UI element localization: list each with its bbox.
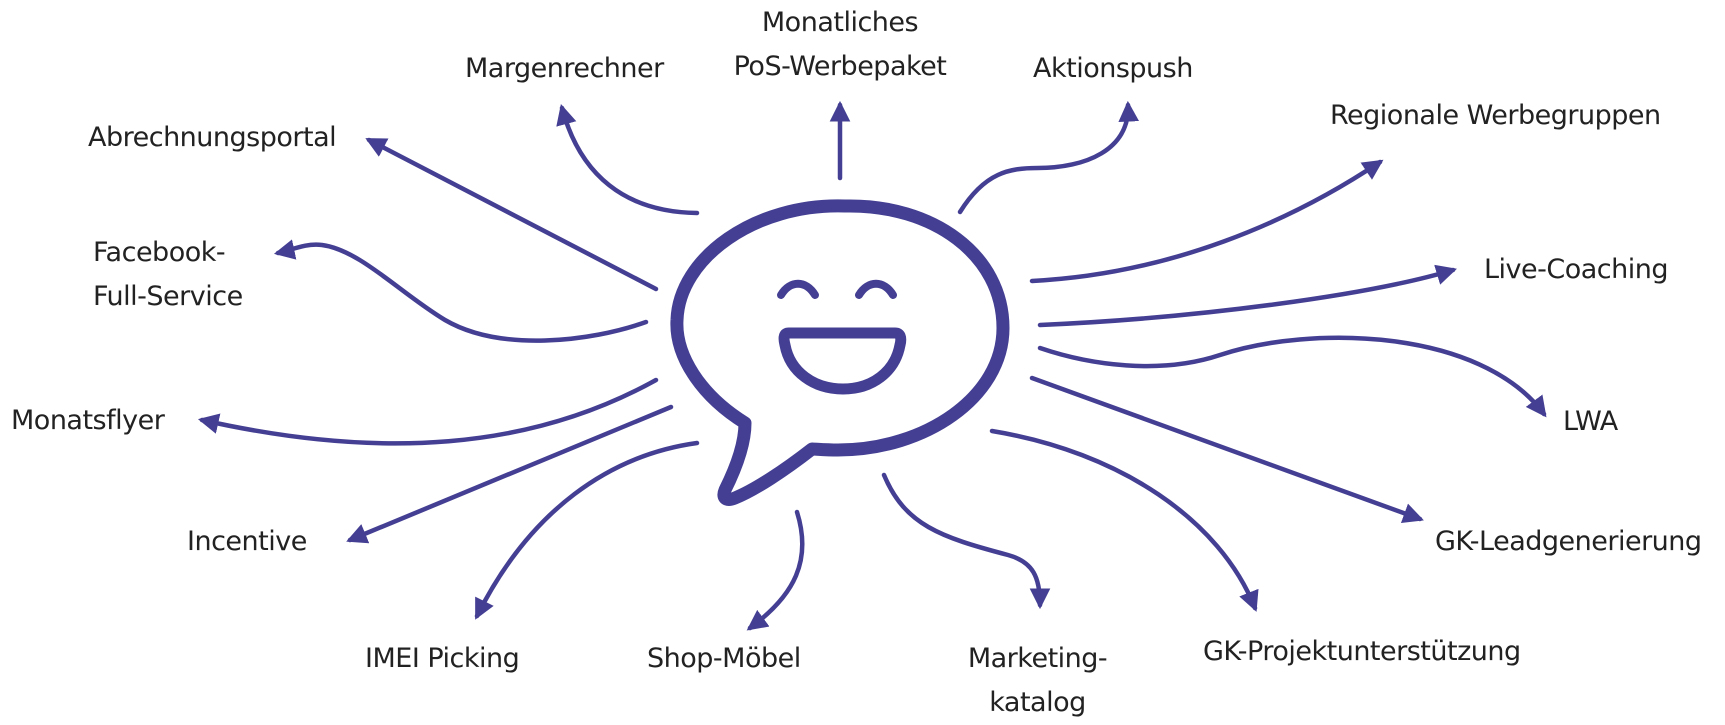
arrow-gk-leadgenerierung (1029, 375, 1424, 524)
label-abrechnungsportal: Abrechnungsportal (88, 122, 337, 153)
arrow-margenrechner (556, 104, 700, 216)
arrow-abrechnungsportal (365, 137, 659, 292)
left-eye (777, 279, 819, 299)
label-marketingkatalog: Marketing- katalog (940, 637, 1135, 725)
mouth (778, 327, 907, 395)
label-facebook-line2: Full-Service (93, 281, 243, 312)
label-aktionspush: Aktionspush (1033, 53, 1193, 84)
label-facebook-full-service: Facebook- Full-Service (93, 231, 243, 319)
label-live-coaching: Live-Coaching (1484, 254, 1669, 285)
label-incentive: Incentive (187, 526, 307, 557)
arrow-imei-picking (474, 440, 700, 620)
arrow-regionale-werbegruppen (1029, 159, 1384, 284)
arrow-gk-projektunterstuetzung (989, 428, 1259, 612)
label-shop-moebel: Shop-Möbel (647, 643, 801, 674)
label-marketing-line2: katalog (989, 687, 1086, 718)
arrow-shop-moebel (746, 509, 805, 631)
speech-bubble-outline (670, 199, 1010, 506)
label-imei-picking: IMEI Picking (365, 643, 520, 674)
label-monatsflyer: Monatsflyer (11, 405, 165, 436)
label-lwa: LWA (1563, 406, 1618, 437)
arrow-marketingkatalog (881, 472, 1051, 610)
arrow-lwa (1037, 335, 1547, 418)
right-eye (855, 279, 897, 299)
label-gk-leadgenerierung: GK-Leadgenerierung (1435, 526, 1702, 557)
arrow-live-coaching (1037, 264, 1457, 328)
smiling-speech-bubble-icon (670, 199, 1010, 506)
label-gk-projektunterstuetzung: GK-Projektunterstützung (1203, 636, 1521, 667)
label-monatliches-line1: Monatliches (761, 7, 919, 38)
label-monatliches-line2: PoS-Werbepaket (733, 51, 947, 82)
label-marketing-line1: Marketing- (967, 643, 1108, 674)
label-facebook-line1: Facebook- (93, 237, 226, 268)
arrow-facebook-full-service (273, 239, 649, 343)
arrow-aktionspush (957, 100, 1140, 215)
arrow-incentive (346, 404, 674, 544)
label-regionale-werbegruppen: Regionale Werbegruppen (1330, 100, 1661, 131)
label-monatliches-pos-werbepaket: Monatliches PoS-Werbepaket (722, 1, 958, 89)
label-margenrechner: Margenrechner (465, 53, 664, 84)
arrow-monatsflyer (197, 377, 659, 446)
